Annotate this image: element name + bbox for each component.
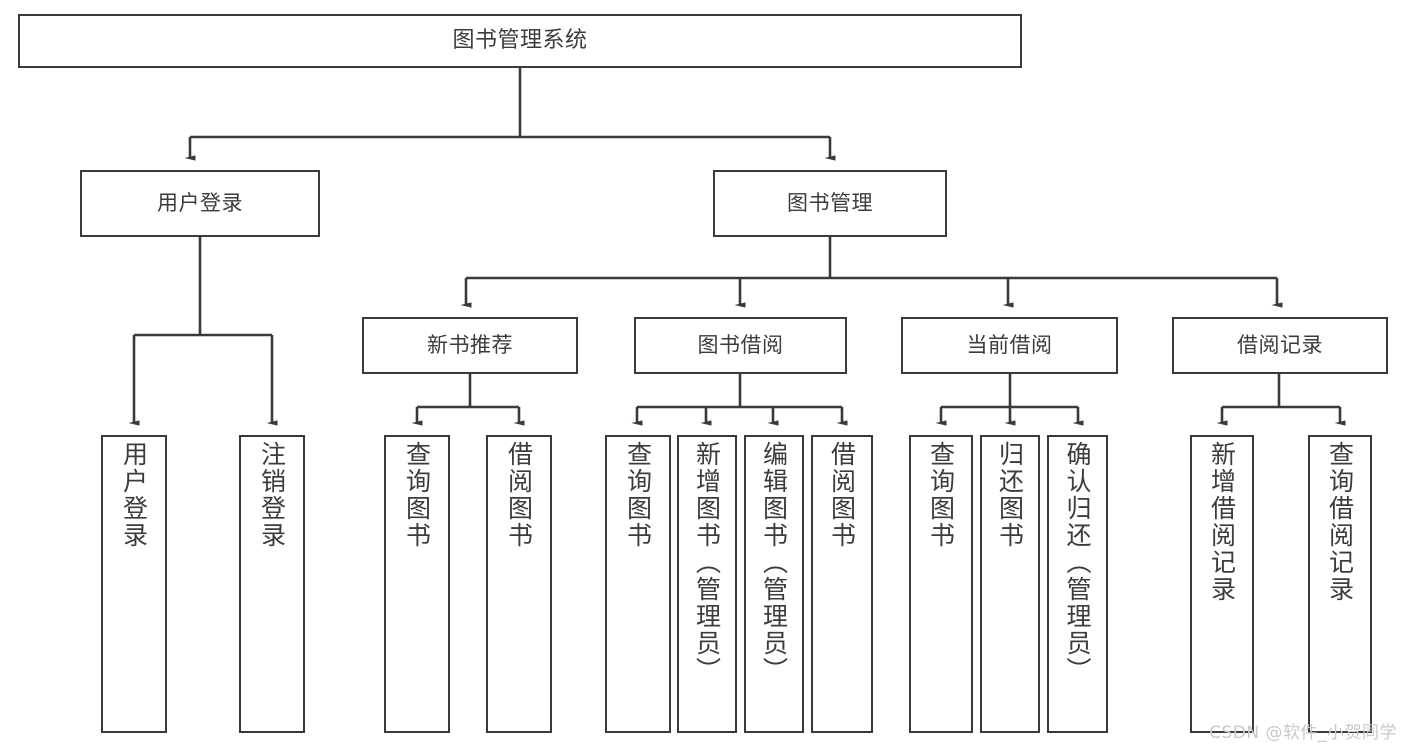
leaf-borrow-edit-book-admin[interactable]: 编辑图书（管理员） bbox=[744, 435, 804, 733]
node-current-borrow[interactable]: 当前借阅 bbox=[901, 317, 1118, 374]
node-label: 编辑图书（管理员） bbox=[759, 441, 789, 684]
node-label: 查询图书 bbox=[402, 441, 432, 549]
node-label: 借阅图书 bbox=[827, 441, 857, 549]
node-book-borrow[interactable]: 图书借阅 bbox=[634, 317, 847, 374]
leaf-borrow-borrow-book[interactable]: 借阅图书 bbox=[811, 435, 873, 733]
node-label: 查询借阅记录 bbox=[1325, 441, 1355, 603]
leaf-record-add-record[interactable]: 新增借阅记录 bbox=[1190, 435, 1254, 733]
leaf-recommend-query-book[interactable]: 查询图书 bbox=[384, 435, 450, 733]
node-book-management[interactable]: 图书管理 bbox=[713, 170, 947, 237]
leaf-current-query-book[interactable]: 查询图书 bbox=[909, 435, 973, 733]
node-label: 用户登录 bbox=[119, 441, 149, 549]
node-label: 新增借阅记录 bbox=[1207, 441, 1237, 603]
node-label: 图书借阅 bbox=[697, 333, 784, 358]
node-label: 注销登录 bbox=[257, 441, 287, 549]
node-label: 当前借阅 bbox=[966, 333, 1053, 358]
node-new-book-recommend[interactable]: 新书推荐 bbox=[362, 317, 578, 374]
node-user-login[interactable]: 用户登录 bbox=[80, 170, 320, 237]
leaf-record-query-record[interactable]: 查询借阅记录 bbox=[1308, 435, 1372, 733]
node-label: 归还图书 bbox=[995, 441, 1025, 549]
node-label: 图书管理 bbox=[787, 191, 873, 216]
node-borrow-record[interactable]: 借阅记录 bbox=[1172, 317, 1388, 374]
leaf-current-return-book[interactable]: 归还图书 bbox=[980, 435, 1040, 733]
node-label: 确认归还（管理员） bbox=[1063, 441, 1092, 684]
leaf-current-confirm-return-admin[interactable]: 确认归还（管理员） bbox=[1047, 435, 1108, 733]
leaf-borrow-add-book-admin[interactable]: 新增图书（管理员） bbox=[677, 435, 737, 733]
leaf-recommend-borrow-book[interactable]: 借阅图书 bbox=[486, 435, 552, 733]
leaf-borrow-query-book[interactable]: 查询图书 bbox=[605, 435, 671, 733]
csdn-watermark: CSDN @软件_小贺同学 bbox=[1209, 723, 1397, 743]
node-label: 借阅记录 bbox=[1237, 333, 1323, 358]
leaf-user-login-logout[interactable]: 注销登录 bbox=[239, 435, 305, 733]
node-label: 用户登录 bbox=[157, 191, 243, 216]
node-label: 查询图书 bbox=[623, 441, 653, 549]
node-label: 查询图书 bbox=[926, 441, 956, 549]
leaf-user-login-login[interactable]: 用户登录 bbox=[101, 435, 167, 733]
node-label: 借阅图书 bbox=[504, 441, 534, 549]
node-label: 新增图书（管理员） bbox=[692, 441, 722, 684]
node-label: 图书管理系统 bbox=[452, 28, 588, 54]
node-label: 新书推荐 bbox=[427, 333, 513, 358]
node-root-system[interactable]: 图书管理系统 bbox=[18, 14, 1022, 68]
